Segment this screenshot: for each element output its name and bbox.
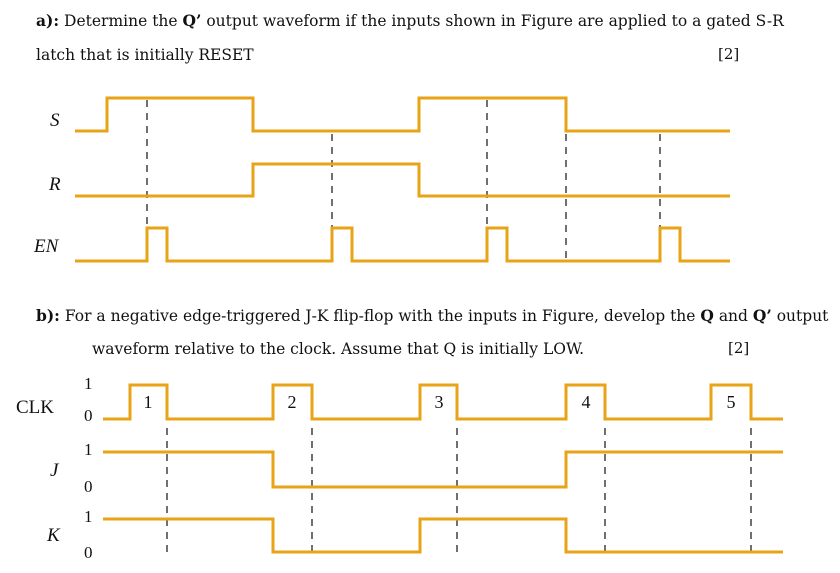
k-high-label: 1	[84, 507, 93, 526]
clk-low-label: 0	[84, 406, 93, 425]
r-waveform	[75, 162, 730, 198]
j-low-label: 0	[84, 477, 93, 496]
en-waveform	[75, 226, 730, 263]
question-a-label: a):	[36, 11, 60, 30]
clock-pulse-label-2: 2	[288, 392, 297, 412]
j-high-label: 1	[84, 440, 93, 459]
clock-pulse-label-1: 1	[144, 392, 153, 412]
clock-pulse-label-5: 5	[727, 392, 736, 412]
clk-waveform	[103, 383, 783, 421]
marks-a: [2]	[718, 45, 740, 63]
question-a-text-cont: output waveform if the inputs shown in F…	[201, 12, 784, 30]
question-a-text: Determine the	[64, 12, 183, 30]
signal-label-j: J	[50, 460, 59, 481]
question-b-label: b):	[36, 306, 60, 325]
question-a-line2: latch that is initially RESET	[36, 46, 254, 64]
q-prime-term: Q’	[182, 11, 202, 30]
q-term: Q	[700, 306, 714, 325]
question-b-line2: waveform relative to the clock. Assume t…	[92, 340, 585, 358]
j-waveform	[103, 450, 783, 489]
clock-pulse-label-4: 4	[582, 392, 591, 412]
question-b-line1: b): For a negative edge-triggered J-K fl…	[36, 306, 828, 326]
k-low-label: 0	[84, 543, 93, 562]
signal-label-clk: CLK	[16, 397, 54, 418]
question-b-text: For a negative edge-triggered J-K flip-f…	[64, 307, 701, 325]
clk-high-label: 1	[84, 374, 93, 393]
s-waveform	[75, 96, 730, 133]
timing-reference-lines	[146, 100, 752, 556]
k-waveform	[103, 517, 783, 554]
signal-label-k: K	[47, 525, 60, 546]
question-a-line1: a): Determine the Q’ output waveform if …	[36, 11, 784, 31]
signal-label-en: EN	[34, 236, 59, 257]
waveform-traces	[75, 96, 783, 554]
signal-label-r: R	[49, 174, 61, 195]
question-b-text-cont: output	[771, 307, 829, 325]
marks-b: [2]	[728, 339, 750, 357]
q-prime-term-b: Q’	[752, 306, 772, 325]
clock-pulse-label-3: 3	[435, 392, 444, 412]
question-b-and: and	[713, 307, 753, 325]
signal-label-s: S	[50, 110, 60, 131]
clock-pulse-labels: 1 2 3 4 5	[144, 392, 736, 412]
